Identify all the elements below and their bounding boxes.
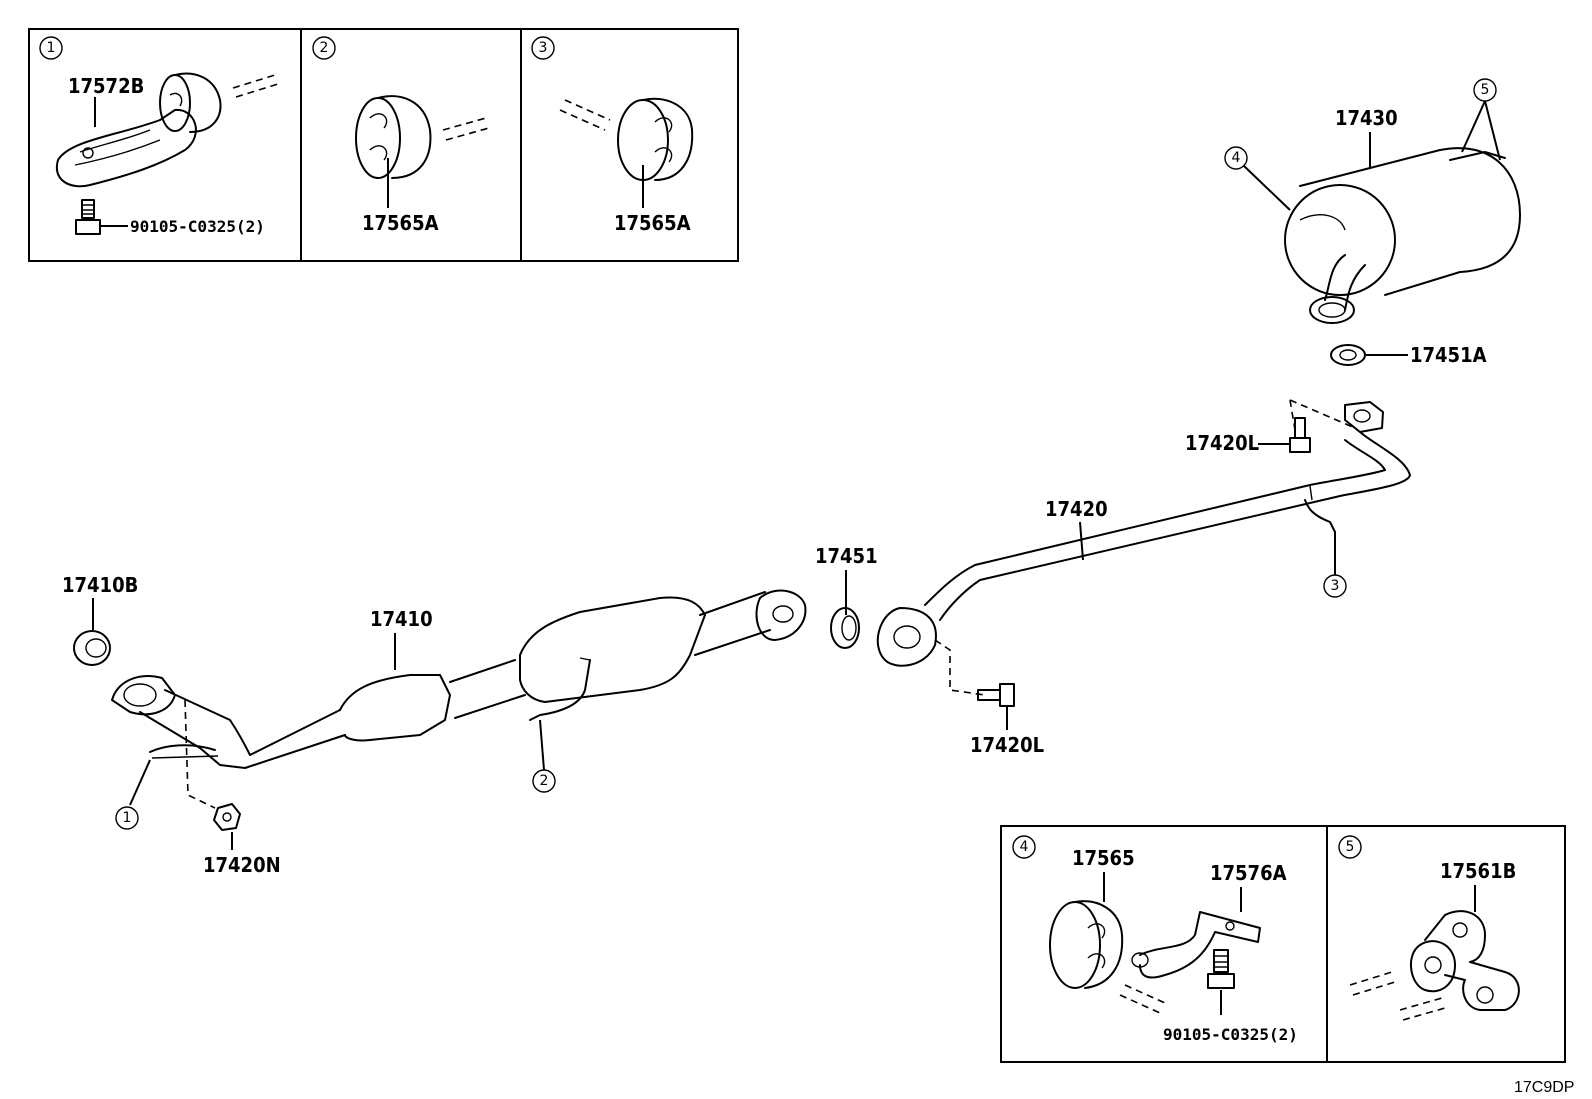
box1-marker: 1: [47, 40, 56, 56]
inset-box-3: 3 17565A: [520, 28, 739, 262]
label-90105-C0325-box4: 90105-C0325(2): [1163, 1025, 1298, 1044]
label-17565A-box2: 17565A: [362, 211, 439, 235]
box3-marker: 3: [539, 40, 548, 56]
label-17420L-lower: 17420L: [970, 733, 1044, 757]
callout-3-main: 3: [1331, 578, 1340, 594]
callout-circle-2-box: [312, 36, 336, 60]
front-gasket: 17410B: [62, 573, 138, 666]
label-17561B-box5: 17561B: [1440, 859, 1516, 883]
label-17420: 17420: [1045, 497, 1108, 521]
inset-box-5: 5 17561B: [1326, 825, 1566, 1063]
bolt-lower: 17420L: [970, 683, 1044, 757]
callout-circle-4-box: [1012, 835, 1036, 859]
callout-circle-3-box: [531, 36, 555, 60]
box5-marker: 5: [1346, 839, 1355, 855]
callout-1-main: 1: [123, 810, 132, 826]
front-pipe: 17410 2 1: [111, 589, 807, 830]
callout-circle-1-main: [115, 806, 139, 830]
callout-circle-4-main: [1224, 146, 1248, 170]
muffler-assembly: 5 17430 4: [1224, 78, 1521, 324]
callout-4-main: 4: [1232, 150, 1241, 166]
callout-circle-3-main: [1323, 574, 1347, 598]
diagram-code: 17C9DP: [1514, 1079, 1574, 1096]
callout-circle-2-main: [532, 769, 556, 793]
label-90105-C0325-box1: 90105-C0325(2): [130, 217, 265, 236]
label-17451: 17451: [815, 544, 878, 568]
label-17572B: 17572B: [68, 74, 144, 98]
label-17565A-box3: 17565A: [614, 211, 691, 235]
label-17420L-upper: 17420L: [1185, 431, 1259, 455]
bolt-upper: 17420L: [1185, 417, 1311, 455]
callout-2-main: 2: [540, 773, 549, 789]
callout-circle-1: [39, 36, 63, 60]
label-17565-box4: 17565: [1072, 846, 1135, 870]
inset-box-2: 2 17565A: [300, 28, 522, 262]
label-17410B: 17410B: [62, 573, 138, 597]
center-pipe: 3 17420: [876, 399, 1411, 696]
center-gasket: 17451: [815, 544, 878, 649]
callout-5-main: 5: [1481, 82, 1490, 98]
label-17451A: 17451A: [1410, 343, 1487, 367]
nut: 17420N: [203, 803, 281, 877]
muffler-gasket: 17451A: [1330, 343, 1487, 367]
label-17576A-box4: 17576A: [1210, 861, 1287, 885]
label-17410: 17410: [370, 607, 433, 631]
callout-circle-5-box: [1338, 835, 1362, 859]
inset-box-4: 4 17565 17576A 90105-C0325(2): [1000, 825, 1328, 1063]
box2-marker: 2: [320, 40, 329, 56]
label-17430: 17430: [1335, 106, 1398, 130]
label-17420N: 17420N: [203, 853, 281, 877]
box4-marker: 4: [1020, 839, 1029, 855]
inset-box-1: 1 17572B 90105-C0325(2): [28, 28, 302, 262]
